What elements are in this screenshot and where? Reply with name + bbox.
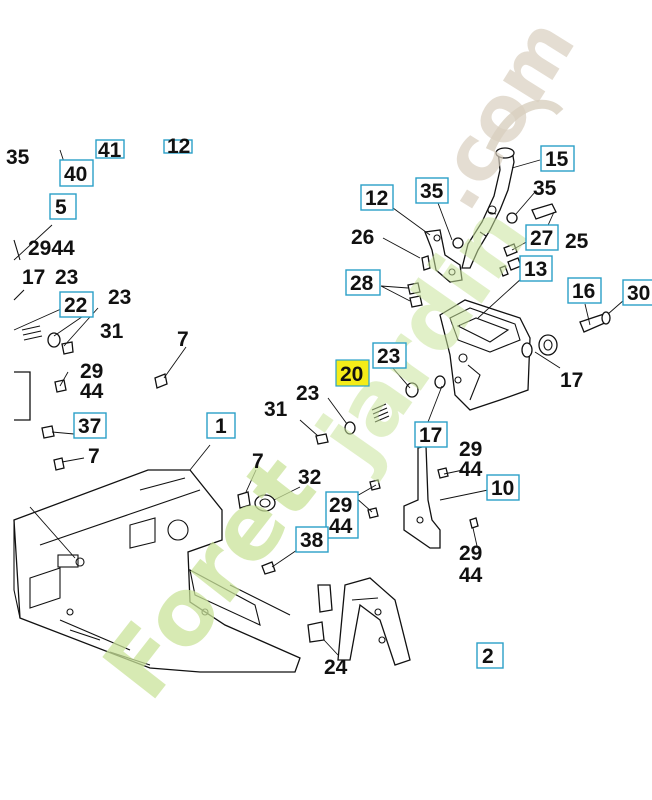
callout-35-right[interactable]: 35 xyxy=(533,177,557,200)
svg-text:1: 1 xyxy=(215,415,227,438)
svg-text:38: 38 xyxy=(300,529,324,552)
callout-29-left[interactable]: 29 xyxy=(80,360,103,383)
callout-31-mid[interactable]: 31 xyxy=(264,398,288,421)
bolts-27 xyxy=(499,243,522,277)
callout-29-lower[interactable]: 29 xyxy=(459,542,482,565)
callout-23-left-lower[interactable]: 23 xyxy=(108,286,131,309)
callout-38[interactable]: 38 xyxy=(295,526,329,553)
callout-10[interactable]: 10 xyxy=(486,474,520,501)
callout-16[interactable]: 16 xyxy=(567,277,602,304)
callout-25[interactable]: 25 xyxy=(565,230,589,253)
callout-13[interactable]: 13 xyxy=(519,255,553,282)
svg-text:28: 28 xyxy=(350,272,374,295)
svg-text:15: 15 xyxy=(545,148,569,171)
callout-41[interactable]: 41 xyxy=(95,139,125,162)
callout-26[interactable]: 26 xyxy=(351,226,374,249)
callout-44-lower[interactable]: 44 xyxy=(459,564,483,587)
svg-text:44: 44 xyxy=(329,515,353,538)
callout-12[interactable]: 12 xyxy=(360,184,394,211)
callout-44-right[interactable]: 44 xyxy=(459,458,483,481)
svg-text:17: 17 xyxy=(419,424,442,447)
callout-23-center[interactable]: 23 xyxy=(372,342,407,369)
parts-drawing xyxy=(13,147,625,673)
left-parts xyxy=(13,239,74,471)
callout-24[interactable]: 24 xyxy=(324,656,348,679)
callout-40[interactable]: 40 xyxy=(59,159,94,187)
callout-1[interactable]: 1 xyxy=(206,412,236,439)
callout-31-left[interactable]: 31 xyxy=(100,320,124,343)
callout-7-center[interactable]: 7 xyxy=(177,328,189,351)
svg-text:22: 22 xyxy=(64,294,87,317)
callout-23-mid[interactable]: 23 xyxy=(296,382,319,405)
svg-text:12: 12 xyxy=(167,135,190,158)
svg-text:29: 29 xyxy=(329,494,352,517)
callout-29-44-boxed[interactable]: 29 44 xyxy=(325,491,359,539)
watermark-swoosh xyxy=(485,99,564,152)
svg-text:16: 16 xyxy=(572,280,595,303)
svg-text:13: 13 xyxy=(524,258,547,281)
callout-20-highlighted[interactable]: 20 xyxy=(335,359,370,387)
callout-7-lower[interactable]: 7 xyxy=(252,450,264,473)
svg-text:41: 41 xyxy=(98,139,122,162)
callout-35-upper[interactable]: 35 xyxy=(415,177,449,204)
callout-15[interactable]: 15 xyxy=(540,145,575,172)
callout-27[interactable]: 27 xyxy=(525,224,559,251)
lever-arm xyxy=(461,147,515,269)
callouts: 15 35 35 12 26 27 25 13 28 16 xyxy=(6,135,652,679)
lever-plate xyxy=(424,229,463,283)
guide-housing xyxy=(439,299,531,411)
callout-5[interactable]: 5 xyxy=(49,193,77,220)
callout-32[interactable]: 32 xyxy=(298,466,321,489)
callout-35-left[interactable]: 35 xyxy=(6,146,30,169)
bracket-10 xyxy=(403,445,441,549)
callout-23-left-upper[interactable]: 23 xyxy=(55,266,78,289)
svg-text:5: 5 xyxy=(55,196,67,219)
svg-text:2: 2 xyxy=(482,645,494,668)
pin-25 xyxy=(506,203,557,224)
leader-lines xyxy=(13,149,625,656)
callout-22[interactable]: 22 xyxy=(59,291,94,318)
callout-29-right[interactable]: 29 xyxy=(459,438,482,461)
svg-text:40: 40 xyxy=(64,163,87,186)
callout-7-left[interactable]: 7 xyxy=(88,445,100,468)
callout-17-right[interactable]: 17 xyxy=(560,369,583,392)
callout-17-center[interactable]: 17 xyxy=(414,421,448,448)
svg-text:10: 10 xyxy=(491,477,514,500)
callout-17-left[interactable]: 17 xyxy=(22,266,45,289)
hardware-28 xyxy=(407,237,464,308)
callout-2944[interactable]: 2944 xyxy=(28,237,75,260)
callout-2[interactable]: 2 xyxy=(476,642,504,669)
svg-text:27: 27 xyxy=(530,227,553,250)
svg-text:12: 12 xyxy=(365,187,388,210)
bushing-16 xyxy=(521,311,611,358)
svg-text:35: 35 xyxy=(420,180,444,203)
callout-30[interactable]: 30 xyxy=(622,279,652,306)
svg-text:23: 23 xyxy=(377,345,400,368)
svg-text:20: 20 xyxy=(340,363,363,386)
callout-12-top[interactable]: 12 xyxy=(163,135,193,158)
callout-28[interactable]: 28 xyxy=(345,269,381,296)
frame-plate xyxy=(13,469,301,673)
callout-37[interactable]: 37 xyxy=(73,412,107,439)
svg-text:30: 30 xyxy=(627,282,650,305)
callout-44-left[interactable]: 44 xyxy=(80,380,104,403)
lower-bracket xyxy=(307,577,411,666)
svg-text:37: 37 xyxy=(78,415,101,438)
